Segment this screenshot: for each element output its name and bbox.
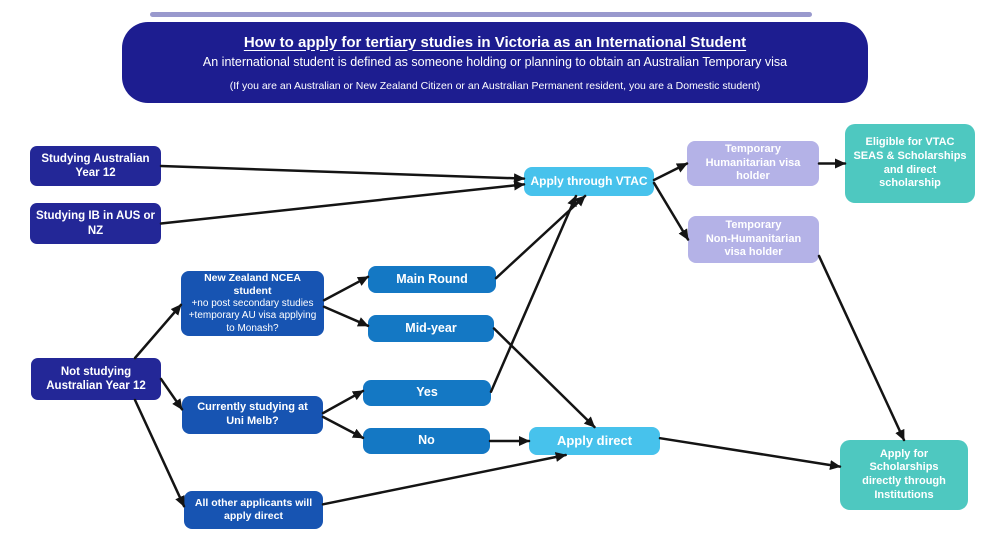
node-yes: Yes bbox=[363, 380, 491, 406]
node-temporary-humanitarian-visa: Temporary Humanitarian visa holder bbox=[687, 141, 819, 186]
node-studying-ib-aus-nz: Studying IB in AUS or NZ bbox=[30, 203, 161, 244]
node-no: No bbox=[363, 428, 490, 454]
ncea-title: New Zealand NCEA student bbox=[204, 271, 301, 297]
node-temporary-non-humanitarian-visa: Temporary Non-Humanitarian visa holder bbox=[688, 216, 819, 263]
page-title: How to apply for tertiary studies in Vic… bbox=[243, 33, 747, 51]
banner-subtitle: An international student is defined as s… bbox=[202, 54, 788, 69]
node-not-studying-australian-year12: Not studying Australian Year 12 bbox=[31, 358, 161, 400]
node-mid-year: Mid-year bbox=[368, 315, 494, 342]
node-all-other-applicants: All other applicants will apply direct bbox=[184, 491, 323, 529]
node-currently-studying-uni-melb: Currently studying at Uni Melb? bbox=[182, 396, 323, 434]
node-apply-direct: Apply direct bbox=[529, 427, 660, 455]
node-main-round: Main Round bbox=[368, 266, 496, 293]
banner-note: (If you are an Australian or New Zealand… bbox=[229, 79, 761, 92]
node-studying-australian-year12: Studying Australian Year 12 bbox=[30, 146, 161, 186]
title-banner: How to apply for tertiary studies in Vic… bbox=[122, 22, 868, 103]
ncea-subtitle: +no post secondary studies +temporary AU… bbox=[188, 297, 317, 334]
node-apply-scholarships-institutions: Apply for Scholarships directly through … bbox=[840, 440, 968, 510]
node-eligible-vtac-seas-scholarships: Eligible for VTAC SEAS & Scholarships an… bbox=[845, 124, 975, 203]
node-apply-through-vtac: Apply through VTAC bbox=[524, 167, 654, 196]
banner-top-smear bbox=[150, 12, 812, 17]
node-nz-ncea-student: New Zealand NCEA student +no post second… bbox=[181, 271, 324, 336]
